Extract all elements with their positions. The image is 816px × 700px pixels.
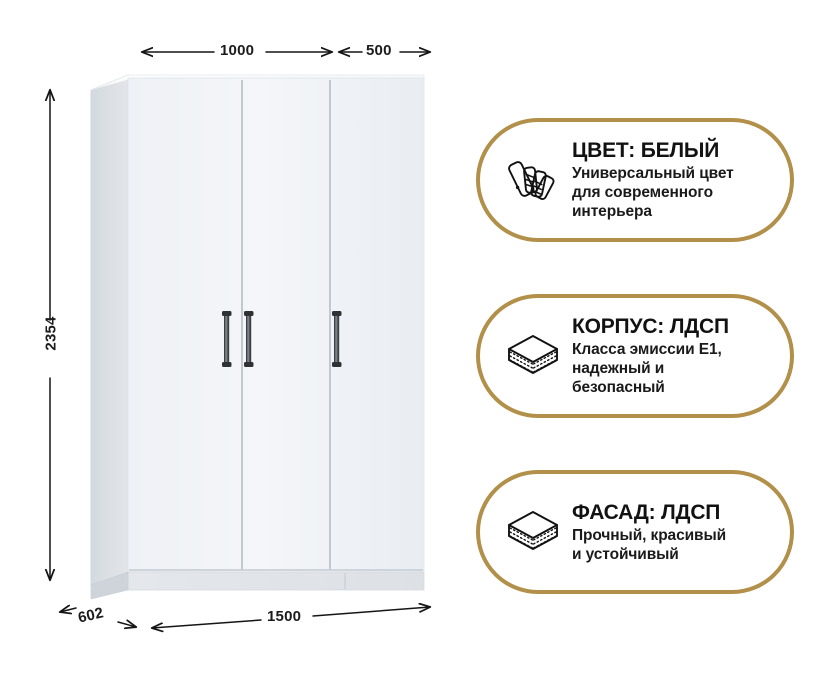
feature-desc-line: Класса эмиссии Е1, <box>572 341 722 358</box>
wardrobe-plinth <box>127 571 425 591</box>
feature-desc-line: безопасный <box>572 379 665 396</box>
feature-badge-body-material[interactable]: КОРПУС: ЛДСП Класса эмиссии Е1, надежный… <box>476 294 794 418</box>
dimension-line-1500-right <box>312 607 430 617</box>
dimension-line-1500-left <box>152 619 262 628</box>
feature-description: Класса эмиссии Е1, надежный и безопасный <box>572 340 784 397</box>
feature-badge-text: ЦВЕТ: БЕЛЫЙ Универсальный цвет для совре… <box>572 139 790 221</box>
feature-desc-line: Универсальный цвет <box>572 165 734 182</box>
feature-desc-line: Прочный, красивый <box>572 526 727 544</box>
dimension-label-height: 2354 <box>42 316 60 351</box>
dimension-line-602-left <box>60 608 77 612</box>
wardrobe-front-face <box>127 77 425 575</box>
wardrobe-left-side-panel <box>90 74 129 586</box>
wardrobe-plinth-side <box>90 571 129 600</box>
feature-badge-text: КОРПУС: ЛДСП Класса эмиссии Е1, надежный… <box>572 315 790 397</box>
feature-desc-line: интерьера <box>572 203 652 220</box>
color-swatch-fan-icon <box>502 149 564 211</box>
feature-description: Прочный, красивый и устойчивый <box>572 526 784 564</box>
layered-board-icon <box>502 325 564 387</box>
feature-badge-text: ФАСАД: ЛДСП Прочный, красивый и устойчив… <box>572 501 790 564</box>
feature-badge-facade-material[interactable]: ФАСАД: ЛДСП Прочный, красивый и устойчив… <box>476 470 794 594</box>
feature-desc-line: для современного <box>572 184 713 201</box>
dimension-line-602-right <box>117 622 136 627</box>
dimension-label-top-right: 500 <box>366 42 392 59</box>
feature-title: ФАСАД: ЛДСП <box>572 500 721 524</box>
feature-desc-line: и устойчивый <box>572 545 679 563</box>
door-handle-center <box>244 311 254 367</box>
door-handle-left <box>222 311 232 367</box>
door-handle-right <box>332 311 342 367</box>
feature-title: КОРПУС: ЛДСП <box>572 315 729 338</box>
dimension-label-top-left: 1000 <box>220 42 255 59</box>
feature-desc-line: надежный и <box>572 360 665 377</box>
wardrobe-illustration <box>0 0 455 700</box>
layered-board-icon <box>502 501 564 563</box>
product-dimension-panel: 1000 500 2354 602 1500 <box>0 0 455 700</box>
feature-badge-color[interactable]: ЦВЕТ: БЕЛЫЙ Универсальный цвет для совре… <box>476 118 794 242</box>
wardrobe-geometry <box>90 74 425 600</box>
feature-badges-panel: ЦВЕТ: БЕЛЫЙ Универсальный цвет для совре… <box>455 0 816 700</box>
feature-description: Универсальный цвет для современного инте… <box>572 164 784 221</box>
feature-title: ЦВЕТ: БЕЛЫЙ <box>572 139 720 162</box>
dimension-label-width: 1500 <box>267 608 302 625</box>
